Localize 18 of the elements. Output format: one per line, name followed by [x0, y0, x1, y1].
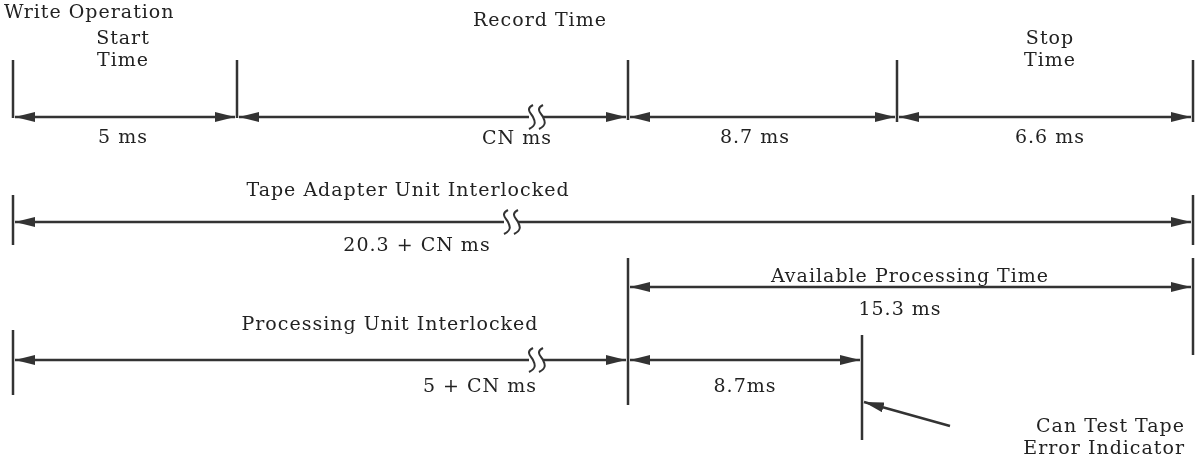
duration-label: 20.3 + CN ms: [343, 233, 491, 255]
heading-label: Start Time: [95, 26, 151, 70]
duration-label: 15.3 ms: [858, 297, 942, 319]
heading-label: Available Processing Time: [770, 264, 1050, 286]
heading-label: Record Time: [473, 8, 607, 30]
heading-label: Tape Adapter Unit Interlocked: [246, 178, 570, 200]
duration-label: 8.7 ms: [720, 125, 790, 147]
leader-line: [863, 400, 951, 428]
duration-label: 8.7ms: [713, 374, 777, 396]
diagram-title: Write Operation: [4, 0, 175, 22]
duration-label: 5 ms: [98, 125, 148, 147]
annotation-text: Can Test Tape Error Indicator: [975, 414, 1185, 458]
heading-label: Stop Time: [1023, 26, 1077, 70]
tick-mark: [860, 335, 864, 440]
heading-label: Processing Unit Interlocked: [241, 312, 539, 334]
duration-label: CN ms: [482, 126, 552, 148]
duration-label: 5 + CN ms: [422, 374, 538, 396]
duration-label: 6.6 ms: [1015, 125, 1085, 147]
